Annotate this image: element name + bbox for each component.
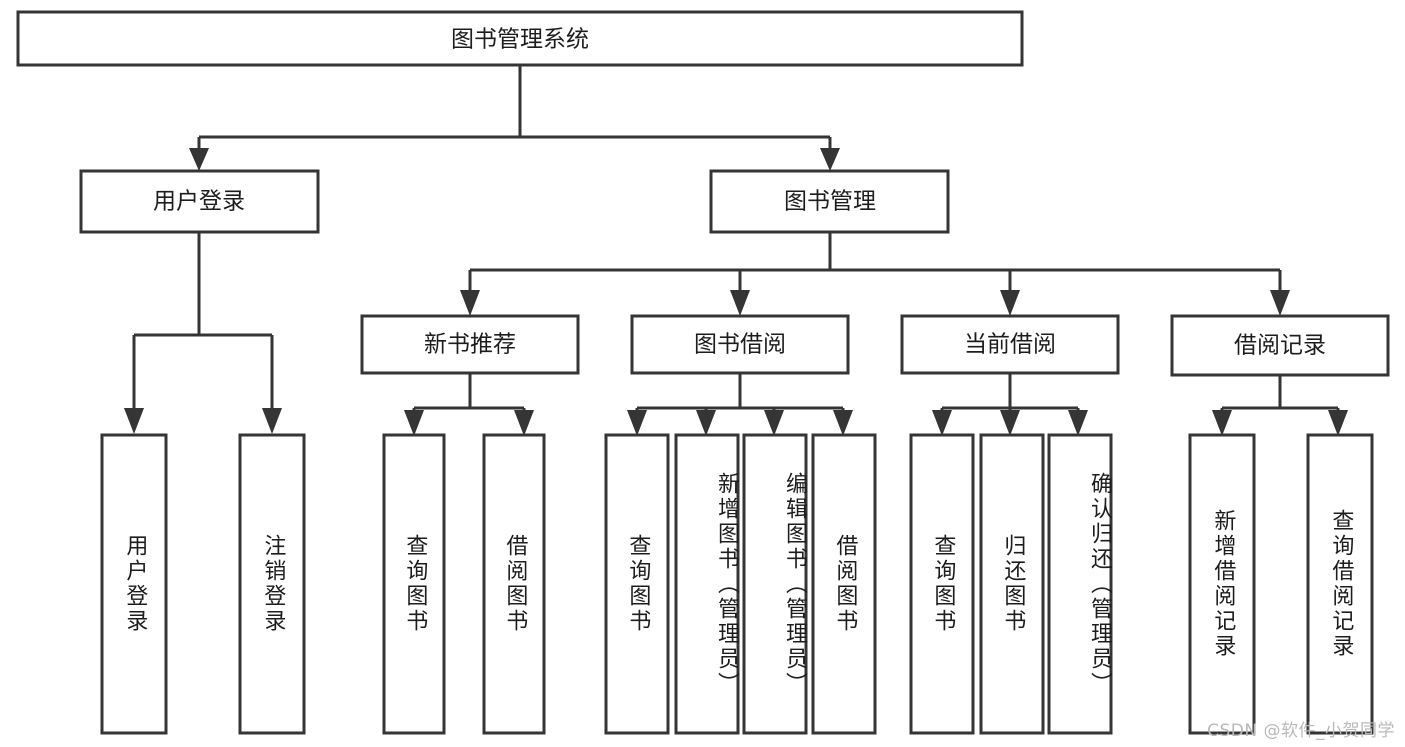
arrow-head-new-book-recommend xyxy=(460,290,480,316)
node-leaf-borrow-book-1-box[interactable] xyxy=(482,433,546,735)
node-new-book-recommend-label: 新书推荐 xyxy=(424,332,516,358)
node-leaf-confirm-return-box[interactable] xyxy=(1047,433,1113,735)
node-current-borrow-box[interactable] xyxy=(900,314,1120,375)
node-leaf-user-login-box[interactable] xyxy=(100,433,168,735)
arrow-head-leaf-query-book-3 xyxy=(932,410,952,436)
node-borrow-record-box[interactable] xyxy=(1170,314,1390,377)
node-leaf-return-book-box[interactable] xyxy=(979,433,1045,735)
node-title-box[interactable] xyxy=(16,10,1024,67)
arrow-head-current-borrow xyxy=(1000,290,1020,316)
arrow-head-leaf-user-login xyxy=(124,408,144,434)
arrow-head-leaf-return-book xyxy=(1000,410,1020,436)
arrow-head-book-borrow xyxy=(730,290,750,316)
node-book-borrow-box[interactable] xyxy=(630,314,850,375)
csdn-watermark: CSDN @软件_小贺同学 xyxy=(1207,721,1395,741)
node-group-leaves xyxy=(100,433,1374,735)
node-leaf-add-book-box[interactable] xyxy=(674,433,740,735)
node-user-login-box[interactable] xyxy=(79,169,320,234)
arrow-head-leaf-confirm-return xyxy=(1068,410,1088,436)
node-group-level2: 用户登录 图书管理 xyxy=(79,169,950,234)
arrow-head-leaf-add-book xyxy=(696,410,716,436)
node-leaf-edit-book-box[interactable] xyxy=(742,433,808,735)
arrow-head-leaf-edit-book xyxy=(764,410,784,436)
arrow-head-leaf-query-record xyxy=(1328,410,1348,436)
arrow-head-leaf-add-record xyxy=(1212,410,1232,436)
arrow-head-borrow-record xyxy=(1270,290,1290,316)
node-book-manage-label: 图书管理 xyxy=(784,189,876,215)
arrow-head-book-manage xyxy=(820,148,840,171)
arrow-head-user-login xyxy=(189,148,209,171)
node-leaf-logout-login-box[interactable] xyxy=(238,433,306,735)
node-current-borrow-label: 当前借阅 xyxy=(964,332,1056,358)
node-leaf-borrow-book-2-box[interactable] xyxy=(811,433,877,735)
node-leaf-query-book-3-box[interactable] xyxy=(909,433,975,735)
arrow-head-leaf-borrow-book-2 xyxy=(833,410,853,436)
arrow-head-leaf-logout-login xyxy=(262,408,282,434)
connector-group xyxy=(124,65,1348,436)
node-new-book-recommend-box[interactable] xyxy=(360,314,580,375)
node-leaf-query-book-2-box[interactable] xyxy=(604,433,670,735)
node-leaf-query-record-box[interactable] xyxy=(1306,433,1374,735)
node-book-manage-box[interactable] xyxy=(709,169,950,234)
node-group-root: 图书管理系统 xyxy=(16,10,1024,67)
node-leaf-query-book-1-box[interactable] xyxy=(382,433,446,735)
node-user-login-label: 用户登录 xyxy=(153,189,245,215)
node-leaf-add-record-box[interactable] xyxy=(1188,433,1256,735)
arrow-head-leaf-query-book-1 xyxy=(404,410,424,436)
arrow-head-leaf-borrow-book-1 xyxy=(514,410,534,436)
node-borrow-record-label: 借阅记录 xyxy=(1234,333,1326,359)
node-group-level3: 新书推荐 图书借阅 当前借阅 借阅记录 xyxy=(360,314,1390,377)
node-book-borrow-label: 图书借阅 xyxy=(694,332,786,358)
arrow-head-leaf-query-book-2 xyxy=(627,410,647,436)
node-title-label: 图书管理系统 xyxy=(451,27,589,53)
